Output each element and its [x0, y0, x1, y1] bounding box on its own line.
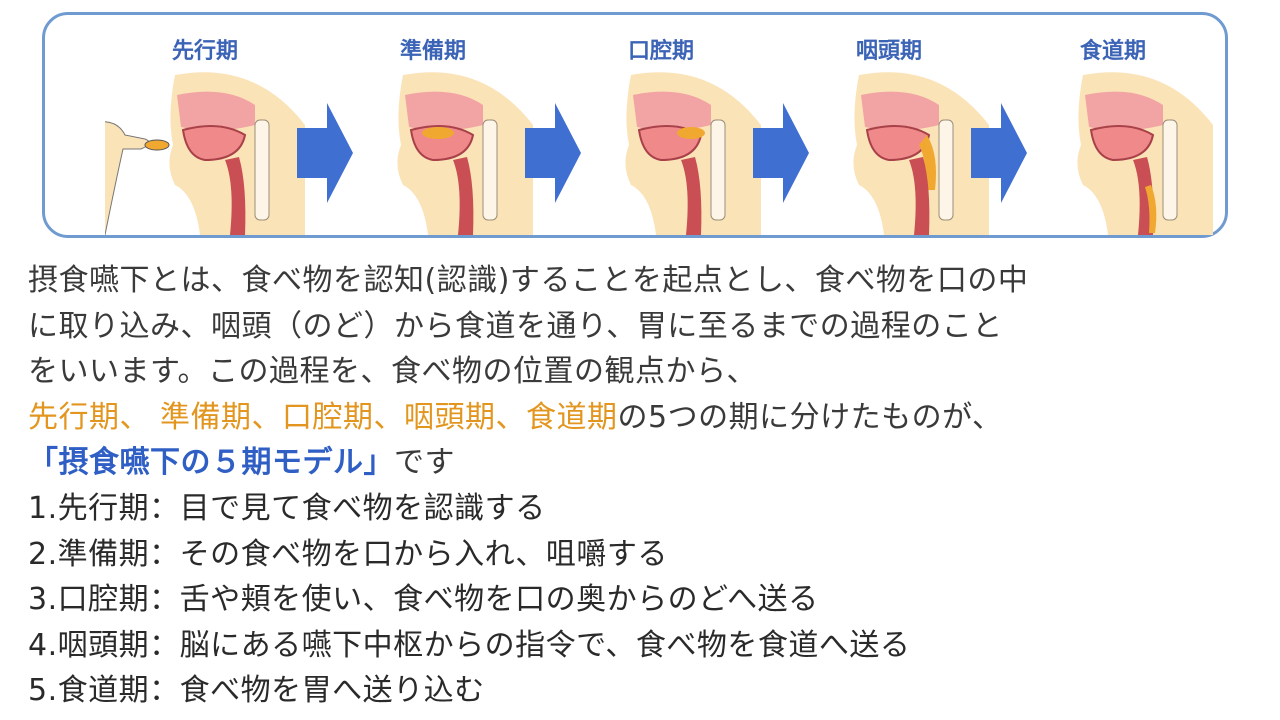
arrow-right-icon — [525, 103, 581, 203]
intro-line: 摂食嚥下とは、食べ物を認知(認識)することを起点とし、食べ物を口の中 — [28, 263, 1029, 298]
stage-anticipatory: 先行期 — [105, 15, 305, 241]
intro-line: に取り込み、咽頭（のど）から食道を通り、胃に至るまでの過程のこと — [28, 308, 1003, 344]
intro-line: をいいます。この過程を、食べ物の位置の観点から、 — [28, 354, 757, 390]
stage-label: 口腔期 — [627, 39, 694, 64]
stage-label: 食道期 — [1079, 39, 1146, 64]
arrow-right-icon — [753, 103, 809, 203]
step-item: 1.先行期：目で見て食べ物を認識する — [28, 490, 546, 526]
step-item: 4.咽頭期：脳にある嚥下中枢からの指令で、食べ物を食道へ送る — [28, 627, 911, 663]
head-cross-section-illustration — [397, 72, 533, 235]
intro-line: 先行期、 準備期、口腔期、咽頭期、食道期の5つの期に分けたものが、 — [28, 395, 1258, 441]
stage-label: 準備期 — [399, 39, 466, 64]
head-cross-section-illustration — [1077, 72, 1213, 235]
stage-esophageal: 食道期 — [1013, 15, 1213, 241]
stage-preparatory: 準備期 — [333, 15, 533, 241]
phase-names: 先行期、 準備期、口腔期、咽頭期、食道期 — [28, 399, 618, 435]
intro-line-rest: です — [394, 445, 455, 481]
intro-line: 「摂食嚥下の５期モデル」です — [28, 440, 1258, 486]
stage-pharyngeal: 咽頭期 — [789, 15, 989, 241]
stage-oral: 口腔期 — [561, 15, 761, 241]
swallowing-stages-diagram: 先行期 準備期 口腔期 — [42, 12, 1228, 238]
arrow-right-icon — [971, 103, 1027, 203]
arrow-right-icon — [297, 103, 353, 203]
head-cross-section-illustration — [105, 72, 305, 235]
stage-label: 咽頭期 — [855, 39, 922, 64]
step-item: 2.準備期：その食べ物を口から入れ、咀嚼する — [28, 536, 668, 572]
step-item: 3.口腔期：舌や頬を使い、食べ物を口の奥からのどへ送る — [28, 582, 819, 618]
model-name: 「摂食嚥下の５期モデル」 — [28, 445, 394, 481]
explanation-text: 摂食嚥下とは、食べ物を認知(認識)することを起点とし、食べ物を口の中 に取り込み… — [28, 258, 1258, 714]
step-item: 5.食道期：食べ物を胃へ送り込む — [28, 673, 485, 709]
stage-label: 先行期 — [171, 39, 238, 64]
intro-line-rest: の5つの期に分けたものが、 — [617, 399, 1003, 435]
head-cross-section-illustration — [625, 72, 761, 235]
head-cross-section-illustration — [853, 72, 989, 235]
